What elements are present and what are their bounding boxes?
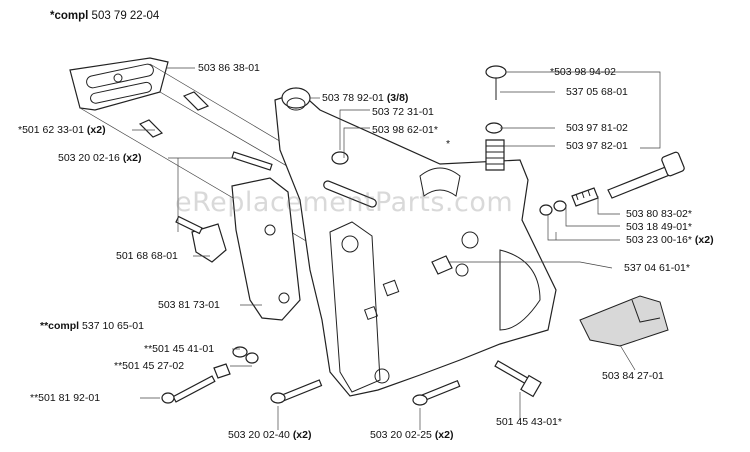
part-label: 503 20 02-16 (x2) <box>58 152 142 164</box>
stud-pins <box>138 91 210 138</box>
part-label: **501 81 92-01 <box>30 392 100 404</box>
part-number: 503 98 62-01* <box>372 124 438 136</box>
part-number: 503 80 83-02* <box>626 208 692 220</box>
watermark: eReplacementParts.com <box>175 187 514 218</box>
part-number: 503 20 02-16 <box>58 152 120 164</box>
part-number: *501 62 33-01 <box>18 124 84 136</box>
star-mark: * <box>446 138 451 150</box>
part-number: *503 98 94-02 <box>550 66 616 78</box>
screw-43 <box>494 360 542 398</box>
part-number: 501 45 43-01* <box>496 416 562 428</box>
bracket <box>191 223 227 263</box>
part-label: 537 04 61-01* <box>624 262 690 274</box>
part-number: 503 72 31-01 <box>372 106 434 118</box>
part-qualifier: (x2) <box>694 234 714 246</box>
part-prefix: **compl <box>40 320 80 332</box>
part-qualifier: (x2) <box>86 124 106 136</box>
header-prefix: *compl <box>50 10 89 22</box>
part-label: **compl 537 10 65-01 <box>40 320 144 332</box>
part-number: 503 18 49-01* <box>626 221 692 233</box>
part-label: 503 20 02-25 (x2) <box>370 429 454 441</box>
part-number: 503 78 92-01 <box>322 92 384 104</box>
part-label: 503 84 27-01 <box>602 370 664 382</box>
part-label: 503 23 00-16* (x2) <box>626 234 714 246</box>
block-part <box>579 295 669 347</box>
part-label: 503 86 38-01 <box>198 62 260 74</box>
part-qualifier: (x2) <box>292 429 312 441</box>
part-label: 503 97 81-02 <box>566 122 628 134</box>
part-label: 537 05 68-01 <box>566 86 628 98</box>
part-qualifier: (3/8) <box>386 92 409 104</box>
part-label: **501 45 41-01 <box>144 343 214 355</box>
leader-lines <box>132 67 661 430</box>
cover-plate <box>231 177 301 321</box>
spring <box>323 180 377 208</box>
knob <box>431 255 453 275</box>
adjuster-screw <box>485 65 507 171</box>
part-label: 503 80 83-02* <box>626 208 692 220</box>
part-number: 503 20 02-25 <box>370 429 432 441</box>
part-number: **501 45 27-02 <box>114 360 185 372</box>
tensioner-bolt <box>539 151 685 216</box>
part-label: 501 68 68-01 <box>116 250 178 262</box>
part-number: 503 97 81-02 <box>566 122 628 134</box>
part-label: **501 45 27-02 <box>114 360 184 372</box>
screw-40 <box>270 379 323 404</box>
part-number: 503 84 27-01 <box>602 370 664 382</box>
part-label: 503 18 49-01* <box>626 221 692 233</box>
part-number: 503 97 82-01 <box>566 140 628 152</box>
screw-16 <box>175 151 273 235</box>
part-number: **501 45 41-01 <box>144 343 215 355</box>
part-number: 503 23 00-16* <box>626 234 692 246</box>
part-qualifier: (x2) <box>434 429 454 441</box>
part-label: *503 98 94-02 <box>550 66 616 78</box>
part-label: 503 98 62-01* <box>372 124 438 136</box>
part-qualifier: (x2) <box>122 152 142 164</box>
part-label: 501 45 43-01* <box>496 416 562 428</box>
screw-25 <box>412 379 461 406</box>
part-number: 537 05 68-01 <box>566 86 628 98</box>
part-number: **501 81 92-01 <box>30 392 101 404</box>
part-label: 503 81 73-01 <box>158 299 220 311</box>
part-number: 537 10 65-01 <box>82 320 144 332</box>
small-parts-left <box>161 346 259 404</box>
washer <box>331 151 349 165</box>
part-number: 537 04 61-01* <box>624 262 690 274</box>
part-label: *501 62 33-01 (x2) <box>18 124 106 136</box>
part-label: 503 72 31-01 <box>372 106 434 118</box>
part-number: 503 81 73-01 <box>158 299 220 311</box>
clutch-cover-housing <box>274 91 557 397</box>
part-label: 503 20 02-40 (x2) <box>228 429 312 441</box>
part-number: 503 20 02-40 <box>228 429 290 441</box>
header-label: *compl 503 79 22-04 <box>50 10 159 22</box>
part-number: 501 68 68-01 <box>116 250 178 262</box>
part-label: 503 97 82-01 <box>566 140 628 152</box>
part-number: 503 86 38-01 <box>198 62 260 74</box>
header-number: 503 79 22-04 <box>91 10 160 22</box>
part-label: 503 78 92-01 (3/8) <box>322 92 408 104</box>
